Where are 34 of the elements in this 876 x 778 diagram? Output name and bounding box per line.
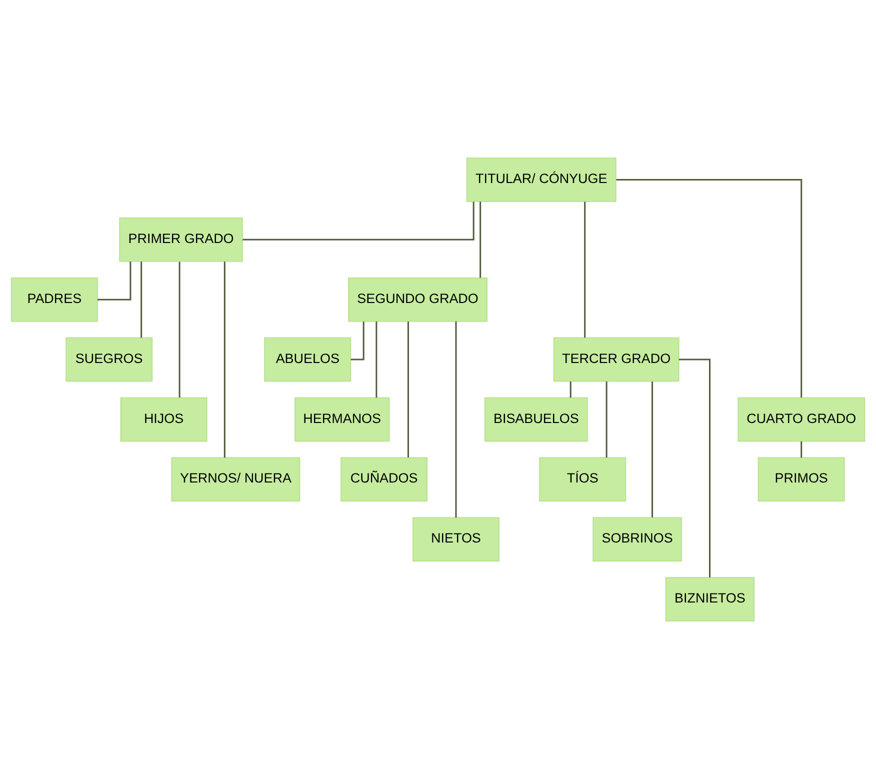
connector: [455, 321, 457, 518]
node-box: CUARTO GRADO: [738, 396, 866, 442]
node-box: SEGUNDO GRADO: [348, 277, 488, 322]
node-box: ABUELOS: [264, 336, 352, 382]
node-box: TITULAR/ CÓNYUGE: [466, 157, 616, 202]
node-box: PADRES: [10, 277, 98, 322]
connector: [376, 321, 378, 398]
node-box: HERMANOS: [294, 396, 390, 442]
node-box: HIJOS: [120, 396, 208, 442]
connector: [678, 358, 711, 577]
node-box: CUÑADOS: [340, 456, 428, 501]
connector: [140, 261, 142, 338]
connector: [652, 381, 654, 517]
node-box: PRIMOS: [758, 456, 845, 501]
connector: [584, 201, 586, 338]
connector: [224, 261, 226, 458]
node-box: SUEGROS: [66, 336, 153, 382]
connector: [606, 381, 608, 458]
connector: [616, 178, 802, 398]
node-box: SOBRINOS: [592, 516, 682, 561]
node-box: YERNOS/ NUERA: [171, 456, 300, 501]
connector: [480, 201, 482, 278]
connector: [178, 261, 180, 398]
connector: [242, 201, 474, 240]
node-box: BISABUELOS: [484, 396, 588, 442]
connector: [98, 261, 132, 300]
node-box: TÍOS: [539, 456, 626, 501]
node-box: NIETOS: [412, 516, 500, 561]
node-box: PRIMER GRADO: [119, 217, 243, 262]
connector: [407, 321, 409, 457]
node-box: TERCER GRADO: [553, 336, 680, 382]
node-box: BIZNIETOS: [665, 576, 755, 621]
connector: [800, 440, 802, 458]
connector: [570, 381, 572, 398]
